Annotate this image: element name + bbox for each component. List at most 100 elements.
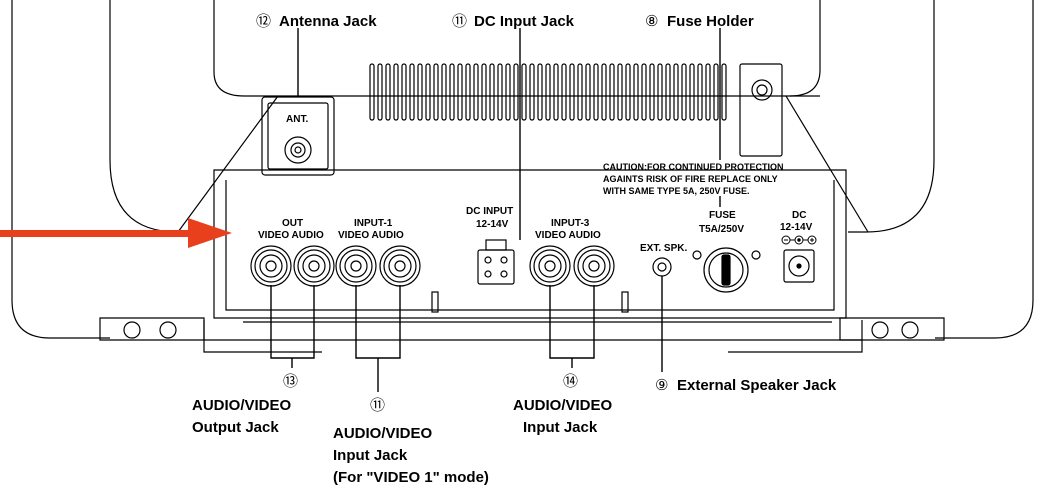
vent-slot: [657, 63, 663, 121]
ant-label: ANT.: [286, 114, 308, 125]
ext-speaker-callout-label: External Speaker Jack: [677, 377, 837, 394]
dc-jack-sub: 12-14V: [780, 222, 813, 233]
dc-input-connector: [477, 239, 515, 285]
vent-slot: [593, 63, 599, 121]
vent-slot: [569, 63, 575, 121]
vent-slot: [537, 63, 543, 121]
fuse-callout-label: Fuse Holder: [667, 13, 754, 30]
vent-slot: [561, 63, 567, 121]
antenna-jack: [261, 96, 335, 176]
input1-title: INPUT-1: [354, 218, 393, 229]
cabinet-outline: [11, 0, 1034, 339]
arrow-right-icon: [0, 218, 232, 248]
leader-lines: [270, 28, 721, 392]
vent-slot: [417, 63, 423, 121]
vent-slot: [441, 63, 447, 121]
vent-slot: [649, 63, 655, 121]
caution-line-2: AGAINTS RISK OF FIRE REPLACE ONLY: [603, 174, 778, 184]
vent-slot: [457, 63, 463, 121]
rear-panel: [99, 169, 945, 353]
caution-line-3: WITH SAME TYPE 5A, 250V FUSE.: [603, 186, 750, 196]
ext-speaker-jack: [652, 257, 672, 277]
dc-input-title: DC INPUT: [466, 206, 513, 217]
vent-slot: [577, 63, 583, 121]
vent-slot: [681, 63, 687, 121]
vent-slot: [585, 63, 591, 121]
out-sub: VIDEO AUDIO: [258, 230, 324, 241]
vent-slot: [473, 63, 479, 121]
vent-slots: [369, 63, 727, 121]
vent-slot: [505, 63, 511, 121]
vent-slot: [385, 63, 391, 121]
av-in3-callout-line1: AUDIO/VIDEO: [513, 397, 613, 414]
vent-slot: [705, 63, 711, 121]
vent-slot: [665, 63, 671, 121]
dc-polarity-icon: [781, 235, 817, 245]
av-out-callout-line2: Output Jack: [192, 419, 279, 436]
vent-slot: [673, 63, 679, 121]
vent-slot: [489, 63, 495, 121]
out-video-jack: [250, 245, 292, 287]
input1-video-jack: [335, 245, 377, 287]
vent-slot: [609, 63, 615, 121]
av-in3-callout-line2: Input Jack: [523, 419, 598, 436]
antenna-callout-number: ⑫: [256, 12, 271, 30]
vent-slot: [513, 63, 519, 121]
dc-jack: [783, 249, 815, 283]
av-out-callout-number: ⑬: [283, 372, 298, 390]
ext-speaker-callout-number: ⑨: [655, 376, 668, 394]
vent-slot: [641, 63, 647, 121]
dc-jack-title: DC: [792, 210, 806, 221]
out-title: OUT: [282, 218, 303, 229]
vent-slot: [713, 63, 719, 121]
vent-slot: [545, 63, 551, 121]
fuse-callout-number: ⑧: [645, 12, 658, 30]
av-in1-callout-line3: (For "VIDEO 1" mode): [333, 469, 489, 486]
input3-sub: VIDEO AUDIO: [535, 230, 601, 241]
vent-slot: [521, 63, 527, 121]
vent-slot: [553, 63, 559, 121]
ext-spk-label: EXT. SPK.: [640, 243, 687, 254]
input3-title: INPUT-3: [551, 218, 590, 229]
vent-slot: [497, 63, 503, 121]
fuse-knob: [692, 247, 761, 293]
dc-callout-number: ⑪: [452, 12, 467, 30]
vent-slot: [697, 63, 703, 121]
vent-slot: [465, 63, 471, 121]
vent-slot: [601, 63, 607, 121]
vent-slot: [369, 63, 375, 121]
av-in1-callout-line1: AUDIO/VIDEO: [333, 425, 433, 442]
vent-slot: [409, 63, 415, 121]
rca-jacks: [250, 245, 615, 287]
vent-slot: [449, 63, 455, 121]
input3-audio-jack: [573, 245, 615, 287]
fuse-sub: T5A/250V: [699, 224, 744, 235]
vent-slot: [633, 63, 639, 121]
av-in3-callout-number: ⑭: [563, 372, 578, 390]
input3-video-jack: [529, 245, 571, 287]
fuse-bracket: [739, 63, 783, 157]
av-in1-callout-number: ⑪: [370, 396, 385, 414]
dc-callout-label: DC Input Jack: [474, 13, 575, 30]
vent-slot: [689, 63, 695, 121]
vent-slot: [377, 63, 383, 121]
out-audio-jack: [293, 245, 335, 287]
vent-slot: [393, 63, 399, 121]
av-out-callout-line1: AUDIO/VIDEO: [192, 397, 292, 414]
input1-audio-jack: [379, 245, 421, 287]
input1-sub: VIDEO AUDIO: [338, 230, 404, 241]
av-in1-callout-line2: Input Jack: [333, 447, 408, 464]
vent-slot: [433, 63, 439, 121]
vent-slot: [481, 63, 487, 121]
fuse-title: FUSE: [709, 210, 736, 221]
antenna-callout-label: Antenna Jack: [279, 13, 377, 30]
vent-slot: [425, 63, 431, 121]
caution-line-1: CAUTION:FOR CONTINUED PROTECTION: [603, 162, 784, 172]
vent-slot: [617, 63, 623, 121]
vent-slot: [529, 63, 535, 121]
vent-slot: [625, 63, 631, 121]
vent-slot: [721, 63, 727, 121]
dc-input-sub: 12-14V: [476, 219, 509, 230]
vent-slot: [401, 63, 407, 121]
